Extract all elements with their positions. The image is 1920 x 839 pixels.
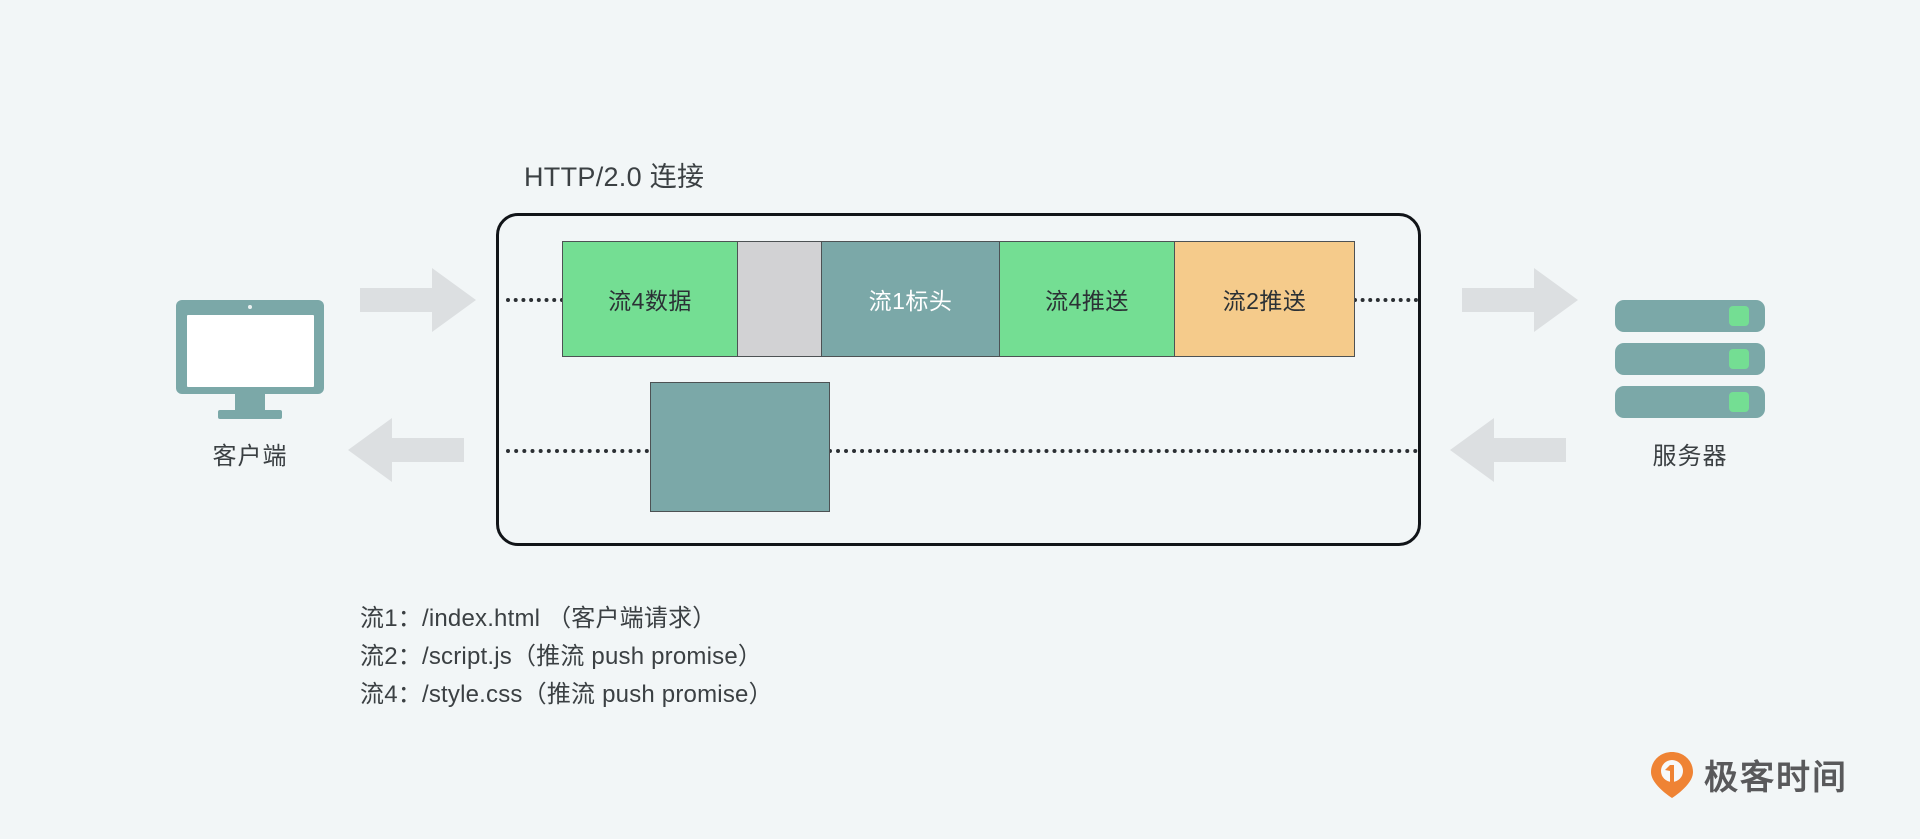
request-flow-line-left	[506, 298, 564, 302]
box-to-server-arrow	[1462, 268, 1578, 332]
connection-title: HTTP/2.0 连接	[524, 162, 705, 192]
geektime-pin-icon	[1651, 751, 1693, 798]
response-flow-line-left	[506, 449, 649, 453]
client-to-box-arrow	[360, 268, 476, 332]
box-to-client-arrow	[348, 418, 464, 482]
frame-stream4-data[interactable]: 流4数据	[562, 241, 738, 357]
legend-item-stream4: 流4：/style.css（推流 push promise）	[360, 681, 773, 708]
http2-connection-box	[496, 213, 1421, 546]
legend-item-stream2: 流2：/script.js（推流 push promise）	[360, 643, 763, 670]
frame-stream4-push[interactable]: 流4推送	[1000, 241, 1175, 357]
response-flow-line-right	[828, 449, 1418, 453]
geektime-logo-text: 极客时间	[1704, 759, 1848, 797]
client-endpoint: 客户端	[120, 300, 380, 471]
legend-item-stream1: 流1：/index.html （客户端请求）	[360, 605, 717, 632]
frame-stream2-push[interactable]: 流2推送	[1175, 241, 1355, 357]
frame-idle-gap[interactable]	[738, 241, 822, 357]
monitor-icon	[176, 300, 324, 419]
server-rack-icon	[1615, 300, 1765, 418]
geektime-watermark: 极客时间	[1650, 750, 1848, 799]
frame-stream1-headers[interactable]: 流1标头	[822, 241, 1000, 357]
server-endpoint: 服务器	[1560, 300, 1820, 471]
client-label: 客户端	[212, 443, 288, 470]
server-label: 服务器	[1652, 443, 1728, 470]
request-flow-line-right	[1353, 298, 1418, 302]
stream-legend: 流1：/index.html （客户端请求） 流2：/script.js（推流 …	[360, 600, 773, 714]
frame-response-block[interactable]	[650, 382, 830, 512]
server-to-box-arrow	[1450, 418, 1566, 482]
frame-sequence: 流4数据 流1标头 流4推送 流2推送	[562, 241, 1355, 357]
